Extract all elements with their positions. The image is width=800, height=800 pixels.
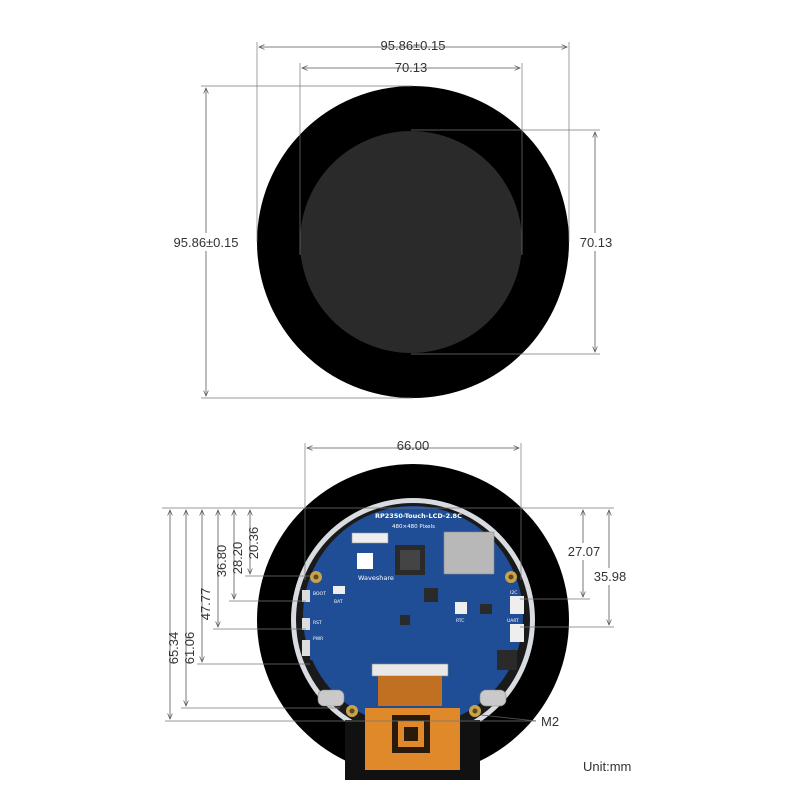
fpc-connector	[371, 663, 449, 677]
dim-board-width: 66.00	[397, 438, 430, 453]
dim-20-36: 20.36	[246, 527, 261, 560]
boot-button[interactable]	[302, 590, 310, 602]
back-view: W Waveshare RP2350-Touch-LCD-2.8C 480×48…	[162, 438, 630, 780]
silk-rtc: RTC	[456, 618, 464, 624]
reset-button[interactable]	[302, 618, 310, 630]
silk-uart: UART	[507, 618, 519, 624]
left-vertical-dims: 65.34 61.06 47.77 36.80 28.20 20.36	[162, 507, 536, 722]
dim-active-height: 70.13	[580, 235, 613, 250]
usb-c-left	[317, 689, 345, 707]
waveshare-logo-icon	[357, 553, 373, 569]
sd-card-slot	[443, 531, 495, 575]
dim-47-77: 47.77	[198, 588, 213, 621]
silk-pwr: PWR	[313, 636, 323, 642]
m2-leader	[480, 714, 537, 722]
front-screen	[300, 131, 522, 353]
fpc-cable	[378, 676, 442, 706]
i2c-connector	[510, 596, 524, 614]
board-title: RP2350-Touch-LCD-2.8C	[375, 512, 462, 520]
usb-c-right	[479, 689, 507, 707]
silk-rst: RST	[313, 620, 322, 626]
rtc-chip	[424, 588, 438, 602]
dim-27-07: 27.07	[568, 544, 601, 559]
mounting-holes	[310, 571, 517, 717]
rtc-battery-socket	[455, 602, 467, 614]
dim-active-width: 70.13	[395, 60, 428, 75]
dim-outer-height: 95.86±0.15	[174, 235, 239, 250]
top-connector	[351, 532, 389, 544]
silk-boot: BOOT	[313, 591, 326, 597]
dim-28-20: 28.20	[230, 542, 245, 575]
dim-35-98: 35.98	[594, 569, 627, 584]
svg-text:W: W	[358, 558, 369, 569]
board-subtitle: 480×480 Pixels	[392, 524, 435, 530]
audio-chip	[497, 650, 517, 670]
right-vertical-dims: 27.07 35.98	[520, 507, 630, 628]
dim-65-34: 65.34	[166, 632, 181, 665]
silk-i2c: I2C	[510, 590, 517, 596]
silk-bat: BAT	[334, 599, 343, 605]
uart-connector	[510, 624, 524, 642]
m2-label: M2	[541, 714, 559, 729]
dim-61-06: 61.06	[182, 632, 197, 665]
dim-outer-width: 95.86±0.15	[381, 38, 446, 53]
bat-connector	[333, 586, 345, 594]
dim-36-80: 36.80	[214, 545, 229, 578]
front-view: 95.86±0.15 70.13 95.86±0.15 70.13	[168, 38, 616, 399]
power-switch[interactable]	[302, 640, 310, 656]
unit-label: Unit:mm	[583, 759, 631, 774]
brand-label: Waveshare	[358, 574, 394, 582]
